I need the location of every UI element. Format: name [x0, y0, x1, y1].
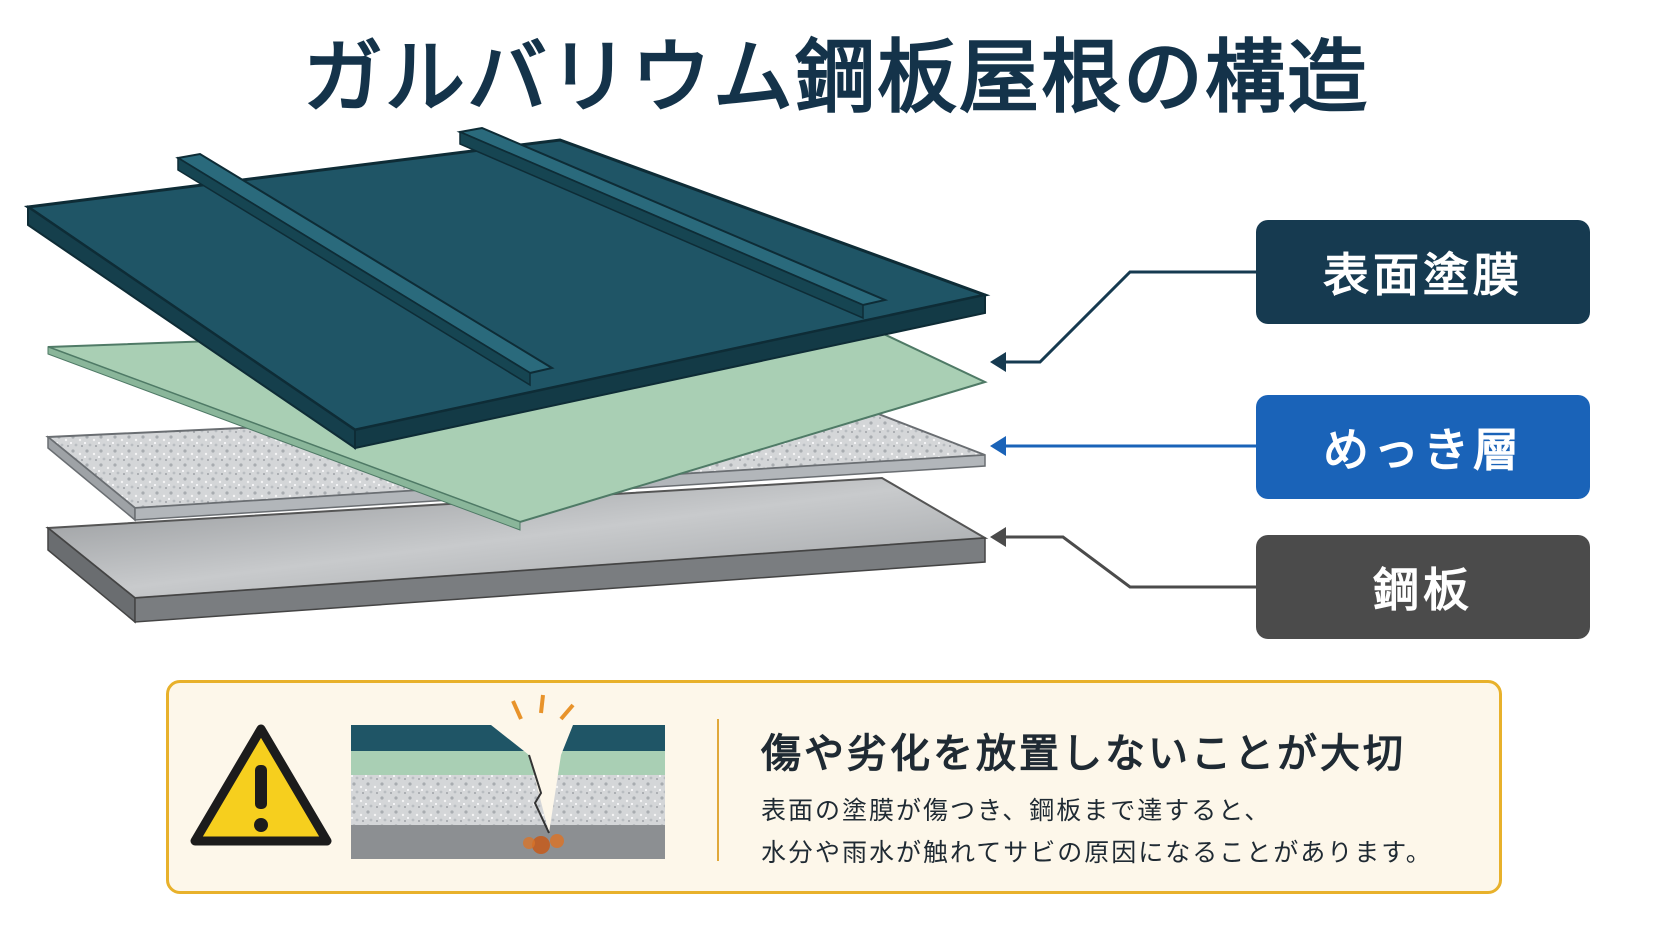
label-steel-sheet: 鋼板 [1256, 535, 1590, 639]
arrow-steel-icon [990, 527, 1006, 547]
warning-triangle-icon [190, 724, 332, 846]
warning-illustration [190, 694, 665, 859]
warning-text-line1: 表面の塗膜が傷つき、鋼板まで達すると、 [761, 796, 1272, 825]
warning-text-line2: 水分や雨水が触れてサビの原因になることがあります。 [761, 838, 1433, 867]
arrow-coat-icon [990, 352, 1006, 372]
damage-cross-section-icon [351, 694, 665, 859]
connector-steel [1003, 535, 1256, 589]
arrow-plating-icon [990, 436, 1006, 456]
warning-divider [717, 719, 719, 861]
steel-sheet-layer [45, 476, 989, 624]
connector-coat [1003, 270, 1256, 364]
painted-top-sheet [23, 126, 991, 450]
warning-heading: 傷や劣化を放置しないことが大切 [761, 731, 1406, 777]
label-surface-coating: 表面塗膜 [1256, 220, 1590, 324]
label-plating-layer: めっき層 [1256, 395, 1590, 499]
page-title: ガルバリウム鋼板屋根の構造 [303, 31, 1369, 124]
warning-panel: 傷や劣化を放置しないことが大切 表面の塗膜が傷つき、鋼板まで達すると、 水分や雨… [166, 680, 1502, 894]
